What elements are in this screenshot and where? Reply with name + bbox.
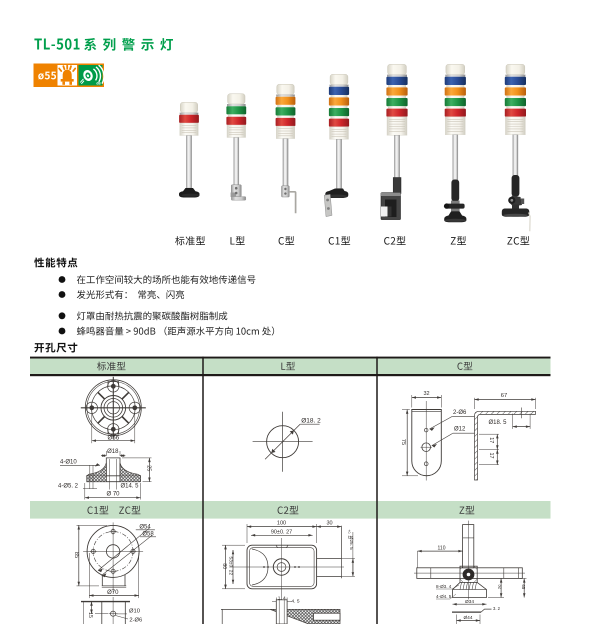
svg-text:80: 80 xyxy=(221,563,227,569)
svg-text:Ø25. 5: Ø25. 5 xyxy=(349,536,354,550)
svg-text:100: 100 xyxy=(277,521,286,527)
svg-text:90±0. 27: 90±0. 27 xyxy=(271,530,292,536)
svg-text:Ø12: Ø12 xyxy=(454,427,466,433)
svg-text:4. 5: 4. 5 xyxy=(291,599,299,605)
svg-text:15: 15 xyxy=(87,612,93,618)
svg-text:65: 65 xyxy=(521,584,526,589)
svg-text:Ø58: Ø58 xyxy=(142,532,154,538)
svg-text:25: 25 xyxy=(145,465,151,471)
svg-text:Ø18. 5: Ø18. 5 xyxy=(488,420,507,426)
svg-text:32: 32 xyxy=(498,584,503,589)
svg-text:67: 67 xyxy=(501,393,507,399)
svg-text:2-Ø6: 2-Ø6 xyxy=(129,617,142,623)
svg-text:dB: dB xyxy=(96,81,101,85)
svg-text:Ø34: Ø34 xyxy=(465,599,474,605)
svg-text:2-Ø6: 2-Ø6 xyxy=(453,410,467,416)
svg-text:Ø56: Ø56 xyxy=(107,435,119,442)
svg-text:Ø10: Ø10 xyxy=(129,609,140,615)
svg-text:53±0. 22: 53±0. 22 xyxy=(228,556,234,575)
svg-text:32: 32 xyxy=(423,391,429,397)
svg-text:17: 17 xyxy=(488,437,494,443)
svg-text:Ø44: Ø44 xyxy=(463,615,472,621)
svg-text:110: 110 xyxy=(438,546,446,552)
svg-text:Ø 70: Ø 70 xyxy=(106,491,120,497)
svg-text:+0. 12: +0. 12 xyxy=(347,530,351,540)
svg-text:17: 17 xyxy=(488,453,494,459)
svg-text:1. 4: 1. 4 xyxy=(278,595,286,601)
svg-text:Ø18. 2: Ø18. 2 xyxy=(301,417,321,424)
svg-text:8-Ø3. 4: 8-Ø3. 4 xyxy=(436,584,452,589)
svg-text:4-Ø5. 2: 4-Ø5. 2 xyxy=(58,483,79,489)
svg-text:75: 75 xyxy=(400,439,406,445)
svg-text:4-Ø10: 4-Ø10 xyxy=(60,460,77,466)
svg-text:30: 30 xyxy=(326,521,332,527)
svg-text:3. 2: 3. 2 xyxy=(493,606,501,611)
svg-text:85: 85 xyxy=(73,552,79,558)
svg-text:Ø18: Ø18 xyxy=(107,449,119,455)
svg-text:Ø54: Ø54 xyxy=(139,525,151,531)
svg-text:Ø14. 5: Ø14. 5 xyxy=(121,483,140,489)
svg-text:4-Ø4. 5: 4-Ø4. 5 xyxy=(436,594,452,599)
svg-text:Ø70: Ø70 xyxy=(107,590,119,596)
